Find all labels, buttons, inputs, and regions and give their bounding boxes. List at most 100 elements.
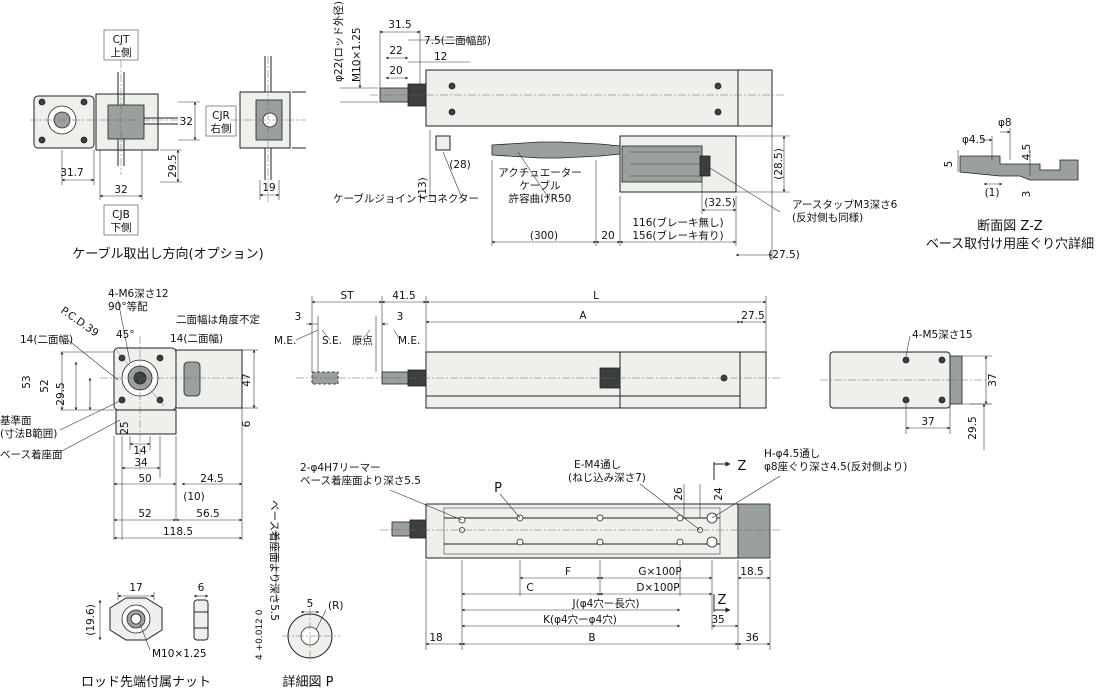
- cjr-label-1: CJR: [212, 110, 230, 122]
- section-z-top: Z: [738, 459, 747, 474]
- detail-p-title: 詳細図 P: [283, 674, 334, 690]
- dim-a-label: A: [579, 310, 587, 322]
- stroke-label: ST: [340, 290, 354, 302]
- section-zz-view: [957, 128, 1079, 186]
- detail-p-radius: (R): [328, 600, 344, 612]
- section-zz-title: 断面図 Z-Z: [977, 219, 1043, 234]
- m5-holes-label: 4-M5深さ15: [912, 329, 973, 341]
- side-view: [295, 296, 780, 409]
- cable-direction-view: [30, 29, 306, 236]
- dim-29-5-end: 29.5: [967, 416, 979, 439]
- base-face-label: ベース着座面: [0, 448, 62, 461]
- dim-36: 36: [745, 632, 759, 644]
- front-view: [59, 299, 258, 540]
- dim-156-with-brake: 156(ブレーキ有り): [632, 229, 723, 242]
- dim-13: (13): [417, 177, 429, 199]
- ream-holes-label-2: ベース着座面より深さ5.5: [300, 474, 421, 487]
- nut-thread-label: M10×1.25: [152, 648, 207, 660]
- section-z-bottom: Z: [718, 593, 727, 608]
- flat-left-label: 14(二面幅): [20, 333, 73, 346]
- deg-90-label: 90°等配: [108, 300, 148, 313]
- rod-nut-title: ロッド先端付属ナット: [81, 675, 211, 690]
- cjb-label-2: 下側: [111, 221, 132, 234]
- dim-56-5: 56.5: [196, 508, 219, 520]
- dim-29-5: 29.5: [167, 154, 179, 177]
- earth-tap-label-2: (反対側も同様): [792, 211, 863, 224]
- dim-7-5: 7.5(二面幅部): [424, 34, 491, 47]
- dim-10: (10): [183, 491, 205, 503]
- dim-b: B: [588, 632, 595, 644]
- nut-dim-6: 6: [198, 582, 205, 594]
- dim-41-5: 41.5: [392, 290, 415, 302]
- detail-p-view: [275, 530, 340, 664]
- zz-dim-4-5: 4.5: [1021, 144, 1033, 161]
- cable-direction-title: ケーブル取出し方向(オプション): [72, 246, 263, 262]
- cable-label-3: 許容曲げR50: [509, 192, 572, 205]
- dim-32-horizontal: 32: [114, 184, 127, 196]
- dim-f: F: [565, 566, 571, 578]
- detail-p-tolerance-label: 4 +0.012 0: [255, 609, 265, 660]
- cjb-label-1: CJB: [112, 209, 130, 221]
- dim-52-vertical: 52: [39, 379, 51, 392]
- zz-dim-3: 3: [1021, 191, 1033, 198]
- rod-diameter-label: φ22(ロッド外径): [332, 1, 345, 82]
- h-holes-label-2: φ8座ぐり深さ4.5(反対側より): [764, 460, 907, 473]
- dim-31-5: 31.5: [388, 19, 411, 31]
- h-holes-label-1: H-φ4.5通し: [764, 448, 820, 460]
- section-zz-subtitle: ベース取付け用座ぐり穴詳細: [926, 236, 1094, 252]
- reference-face-label-2: (寸法B範囲): [0, 427, 57, 440]
- detail-p-dim-5: 5: [307, 598, 314, 610]
- flat-angle-label: 二面幅は角度不定: [176, 313, 260, 326]
- dim-53: 53: [21, 375, 33, 388]
- mechanical-end-2: M.E.: [398, 335, 420, 347]
- cable-label-2: ケーブル: [519, 179, 560, 192]
- dim-19: 19: [262, 182, 275, 194]
- dim-6-front: 6: [241, 420, 253, 427]
- dim-300: (300): [530, 230, 558, 242]
- cable-label-1: アクチュエーター: [498, 167, 581, 179]
- dim-27-5-top: (27.5): [768, 249, 800, 261]
- dim-37-vertical: 37: [987, 373, 999, 386]
- rod-thread-label: M10×1.25: [351, 27, 363, 82]
- zz-dim-8-dia: φ8: [998, 117, 1012, 129]
- ream-holes-label-1: 2-φ4H7リーマー: [300, 462, 381, 474]
- detail-p-depth-label: ベース着座面より深さ5.5: [268, 500, 281, 621]
- dim-d-pitch: D×100P: [636, 582, 679, 594]
- zz-dim-4-5-dia: φ4.5: [962, 134, 986, 146]
- flat-right-label: 14(二面幅): [170, 332, 223, 345]
- zz-dim-1: (1): [985, 187, 1000, 199]
- em4-holes-label-1: E-M4通し: [574, 459, 621, 471]
- dim-29-5-front: 29.5: [55, 382, 67, 405]
- rod-nut-view: [98, 592, 209, 651]
- cjt-label-1: CJT: [113, 34, 130, 46]
- dim-50: 50: [138, 473, 151, 485]
- dim-24: 24: [713, 487, 725, 501]
- dim-22: 22: [389, 45, 402, 57]
- dim-52-horizontal: 52: [138, 508, 151, 520]
- cjr-label-2: 右側: [211, 122, 232, 135]
- dim-28-5: (28.5): [773, 148, 785, 180]
- dim-14-front: 14: [133, 445, 147, 457]
- earth-tap-label-1: アースタップM3深さ6: [792, 199, 898, 211]
- dim-18-5: 18.5: [740, 566, 763, 578]
- cjt-label-2: 上側: [111, 46, 132, 59]
- dim-25: 25: [119, 421, 131, 434]
- dim-47: 47: [241, 373, 253, 386]
- dim-35: 35: [711, 614, 724, 626]
- dim-k: K(φ4穴ーφ4穴): [543, 613, 617, 626]
- dim-12: 12: [434, 51, 447, 63]
- dim-32-5: (32.5): [704, 197, 736, 209]
- mechanical-end-1: M.E.: [274, 335, 296, 347]
- dim-c: C: [526, 582, 533, 594]
- dim-116-no-brake: 116(ブレーキ無し): [632, 216, 723, 229]
- dim-118-5: 118.5: [163, 526, 193, 538]
- dim-j: J(φ4穴ー長穴): [572, 597, 640, 610]
- cable-joint-connector-label: ケーブルジョイントコネクター: [333, 192, 479, 205]
- dim-28: (28): [449, 159, 471, 171]
- bottom-view: [380, 461, 781, 650]
- dim-g-pitch: G×100P: [638, 566, 681, 578]
- origin-label: 原点: [352, 335, 373, 347]
- stroke-end-label: S.E.: [322, 335, 342, 347]
- top-view: [340, 30, 790, 260]
